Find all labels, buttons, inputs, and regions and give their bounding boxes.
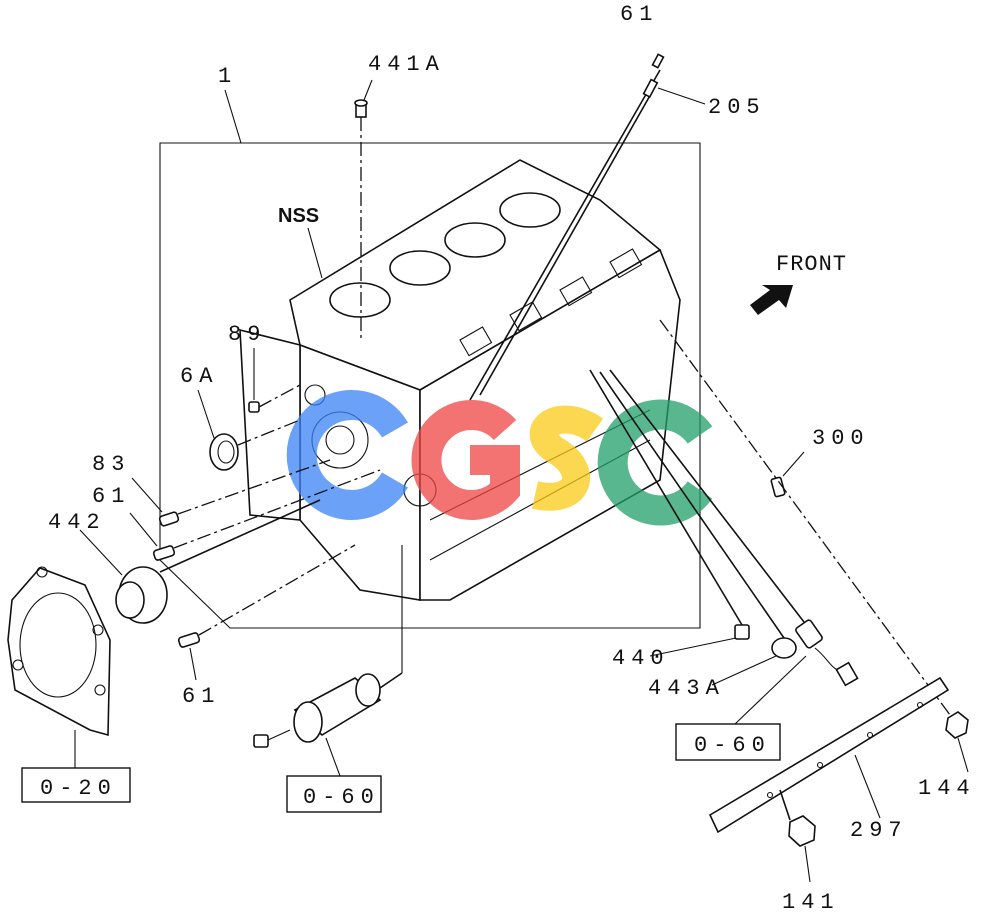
part-89-pin [248, 348, 301, 413]
label-part-6a: 6A [180, 364, 218, 389]
front-arrow-icon [750, 285, 793, 315]
part-61-pin-left [129, 469, 381, 561]
ref-box-0-60-right [675, 723, 781, 761]
label-part-440: 440 [612, 646, 670, 671]
label-nss: NSS [278, 205, 319, 227]
part-300-pin [659, 319, 951, 716]
part-61-pin-bottom [177, 544, 356, 681]
label-part-442: 442 [48, 510, 106, 535]
leader-nss [307, 227, 323, 279]
part-297-plate [708, 676, 950, 834]
part-83-pin [131, 459, 331, 527]
part-441a-plug [354, 79, 373, 340]
ref-box-0-20 [21, 767, 131, 803]
oil-filter-assembly [253, 545, 403, 777]
label-part-89: 89 [228, 322, 266, 347]
part-443a-cap [599, 371, 797, 686]
label-part-205: 205 [708, 95, 766, 120]
watermark-c1 [286, 390, 408, 520]
label-part-61-top: 61 [620, 2, 658, 27]
label-part-300: 300 [812, 426, 870, 451]
ref-box-0-60-mid [286, 775, 382, 813]
label-part-144: 144 [918, 776, 976, 801]
watermark-c2 [597, 399, 713, 526]
label-part-61-left: 61 [92, 484, 130, 509]
label-part-141: 141 [782, 890, 840, 915]
label-part-61-bottom: 61 [182, 684, 220, 709]
label-part-83: 83 [92, 452, 130, 477]
label-part-443a: 443A [648, 676, 725, 701]
ref-text-0-60-mid: 0-60 [303, 785, 380, 810]
part-141-bolt [779, 789, 816, 883]
oil-pressure-sensor [609, 369, 859, 725]
part-6a-oil-seal [197, 389, 301, 471]
part-440-plug [589, 369, 750, 657]
ref-text-0-60-right: 0-60 [694, 733, 771, 758]
label-part-297: 297 [850, 818, 908, 843]
assembly-frame [159, 142, 701, 629]
watermark-g [411, 400, 520, 520]
label-part-441a: 441A [368, 52, 445, 77]
label-part-1: 1 [218, 64, 237, 89]
leader-1 [224, 89, 242, 144]
watermark [286, 390, 713, 526]
part-144-nut [945, 711, 969, 773]
part-442-bushing [79, 499, 321, 624]
watermark-s [529, 405, 604, 511]
ref-text-0-20: 0-20 [40, 776, 117, 801]
part-205-dipstick-tube [469, 53, 706, 401]
rear-oil-seal-retainer [7, 566, 111, 768]
label-front: FRONT [776, 252, 847, 277]
